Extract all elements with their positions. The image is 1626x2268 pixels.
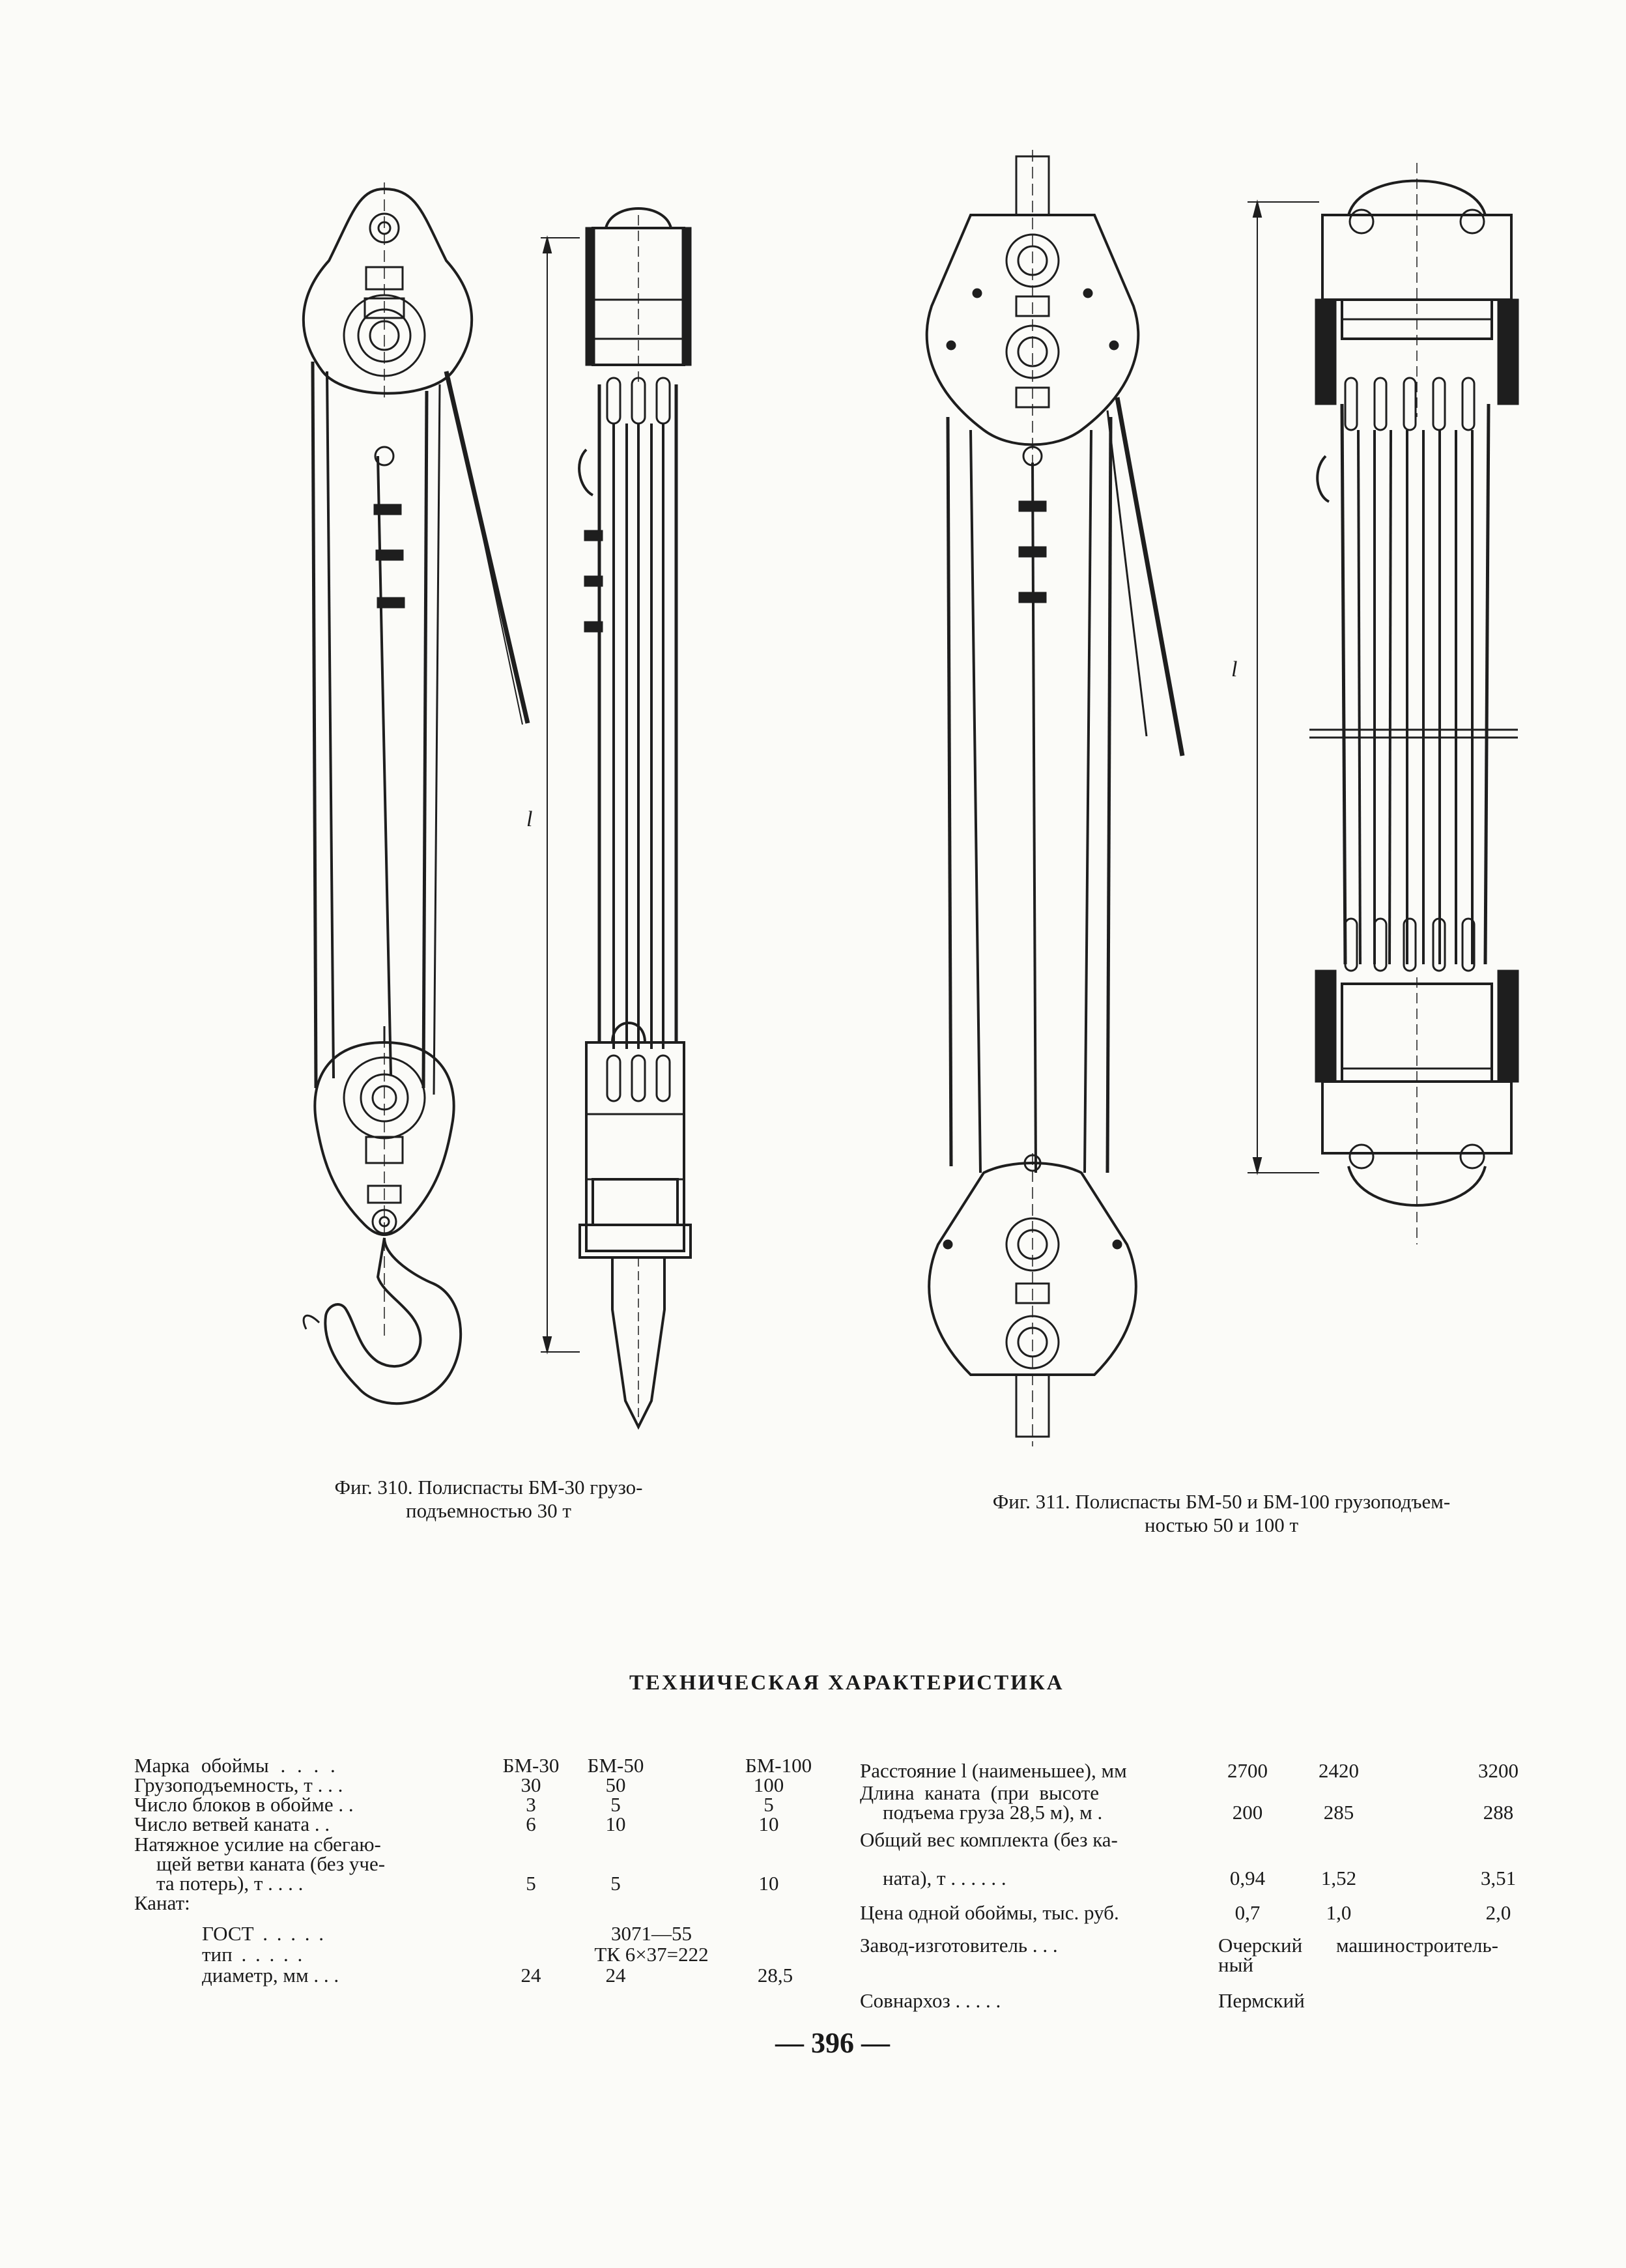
left-header-bm100: БМ-100 (745, 1754, 812, 1777)
figure-311-dimension-line (1241, 199, 1319, 1176)
price-label: Цена одной обоймы, тыс. руб. (860, 1901, 1119, 1924)
rope-heading: Канат: (134, 1891, 190, 1914)
branches-bm50: 10 (605, 1813, 626, 1835)
figure-310-side-view (567, 189, 717, 1427)
tension-bm30: 5 (526, 1872, 536, 1895)
load-capacity-label: Грузоподъемность, т . . . (134, 1773, 343, 1796)
figure-310-dimension-line (541, 235, 580, 1355)
diameter-label: диаметр, мм . . . (202, 1964, 339, 1987)
diameter-bm30: 24 (521, 1964, 541, 1987)
rope-length-bm100: 288 (1483, 1801, 1514, 1824)
figure-310-dimension-label: l (526, 807, 533, 831)
manufacturer-value-line2: ный (1218, 1953, 1254, 1976)
load-capacity-bm50: 50 (605, 1773, 626, 1796)
tension-bm50: 5 (610, 1872, 621, 1895)
section-title: ТЕХНИЧЕСКАЯ ХАРАКТЕРИСТИКА (629, 1671, 1064, 1695)
diameter-bm50: 24 (605, 1964, 626, 1987)
branches-bm100: 10 (758, 1813, 779, 1835)
tension-label-line3: та потерь), т . . . . (156, 1872, 304, 1895)
figure-310-front-view (287, 176, 560, 1440)
blocks-label: Число блоков в обойме . . (134, 1793, 354, 1816)
distance-label: Расстояние l (наименьшее), мм (860, 1759, 1127, 1782)
gost-value: 3071—55 (611, 1922, 692, 1945)
distance-bm50: 2420 (1319, 1759, 1359, 1782)
left-header-bm50: БМ-50 (587, 1754, 644, 1777)
price-bm100: 2,0 (1485, 1901, 1511, 1924)
branches-label: Число ветвей каната . . (134, 1813, 330, 1835)
load-capacity-bm100: 100 (753, 1773, 784, 1796)
figure-310-caption: Фиг. 310. Полиспасты БМ-30 грузо- подъем… (274, 1476, 704, 1523)
weight-bm50: 1,52 (1320, 1867, 1357, 1889)
weight-bm30: 0,94 (1229, 1867, 1266, 1889)
figure-311-dimension-label: l (1231, 657, 1238, 682)
rope-length-bm30: 200 (1232, 1801, 1263, 1824)
rope-length-label-line2: подъема груза 28,5 м), м . (883, 1801, 1103, 1824)
figure-310-caption-line1: Фиг. 310. Полиспасты БМ-30 грузо- (334, 1476, 643, 1499)
distance-bm30: 2700 (1227, 1759, 1268, 1782)
type-label: тип . . . . . (202, 1943, 303, 1966)
manufacturer-label: Завод-изготовитель . . . (860, 1934, 1058, 1957)
gost-label: ГОСТ . . . . . (202, 1922, 324, 1945)
tension-label-line1: Натяжное усилие на сбегаю- (134, 1833, 381, 1856)
rope-length-label-line1: Длина каната (при высоте (860, 1781, 1100, 1804)
sovnarkhoz-label: Совнархоз . . . . . (860, 1989, 1001, 2012)
rope-length-bm50: 285 (1323, 1801, 1354, 1824)
blocks-bm50: 5 (610, 1793, 621, 1816)
figure-311-side-view (1309, 143, 1524, 1251)
price-bm50: 1,0 (1326, 1901, 1352, 1924)
tension-label-line2: щей ветви каната (без уче- (156, 1852, 386, 1875)
page-number: — 396 — (775, 2027, 890, 2059)
figure-311-caption-line1: Фиг. 311. Полиспасты БМ-50 и БМ-100 груз… (992, 1490, 1451, 1513)
manufacturer-value-line1: Очерский машиностроитель- (1218, 1934, 1498, 1957)
distance-bm100: 3200 (1478, 1759, 1519, 1782)
figure-310-caption-line2: подъемностью 30 т (406, 1499, 571, 1522)
load-capacity-bm30: 30 (521, 1773, 541, 1796)
branches-bm30: 6 (526, 1813, 536, 1835)
blocks-bm30: 3 (526, 1793, 536, 1816)
price-bm30: 0,7 (1234, 1901, 1261, 1924)
tension-bm100: 10 (758, 1872, 779, 1895)
figure-311-caption: Фиг. 311. Полиспасты БМ-50 и БМ-100 груз… (922, 1490, 1521, 1537)
weight-label-line2: ната), т . . . . . . (883, 1867, 1006, 1889)
figure-311-caption-line2: ностью 50 и 100 т (1144, 1514, 1299, 1536)
type-value: ТК 6×37=222 (594, 1943, 709, 1966)
weight-bm100: 3,51 (1480, 1867, 1517, 1889)
figure-311-front-view (912, 150, 1173, 1453)
left-header-label: Марка обоймы . . . . (134, 1754, 335, 1777)
left-header-bm30: БМ-30 (502, 1754, 560, 1777)
sovnarkhoz-value: Пермский (1218, 1989, 1305, 2012)
weight-label-line1: Общий вес комплекта (без ка- (860, 1828, 1118, 1851)
blocks-bm100: 5 (763, 1793, 774, 1816)
diameter-bm100: 28,5 (757, 1964, 793, 1987)
